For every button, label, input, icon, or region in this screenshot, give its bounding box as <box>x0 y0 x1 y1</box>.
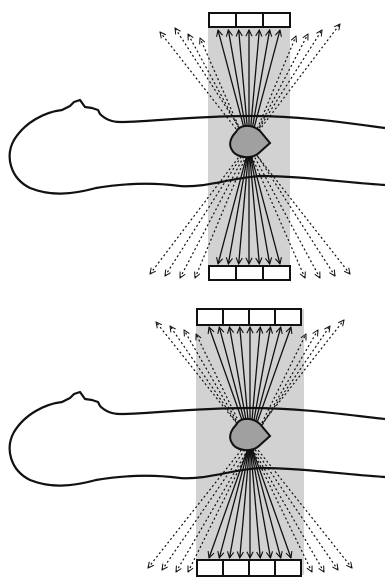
detector-array-top <box>208 12 291 28</box>
panel-bottom <box>8 308 385 577</box>
detector-element <box>208 12 237 28</box>
detector-element <box>274 308 302 326</box>
detector-element <box>222 308 250 326</box>
organ-heart <box>229 417 272 451</box>
patient-body-outline <box>8 98 385 195</box>
detector-element <box>248 559 276 577</box>
detector-array-bottom <box>196 559 302 577</box>
detector-element <box>274 559 302 577</box>
organ-heart <box>229 124 272 158</box>
detector-element <box>196 308 224 326</box>
patient-body-outline <box>8 390 385 487</box>
detector-array-bottom <box>208 265 291 281</box>
detector-element <box>262 12 291 28</box>
detector-array-top <box>196 308 302 326</box>
scattered-ray-dotted <box>200 38 305 278</box>
scattered-ray-dotted <box>196 334 312 572</box>
detector-element <box>248 308 276 326</box>
detector-element <box>235 12 264 28</box>
panel-top <box>8 12 385 281</box>
detector-element <box>208 265 237 281</box>
detector-element <box>196 559 224 577</box>
detector-element <box>262 265 291 281</box>
detector-element <box>222 559 250 577</box>
detector-element <box>235 265 264 281</box>
